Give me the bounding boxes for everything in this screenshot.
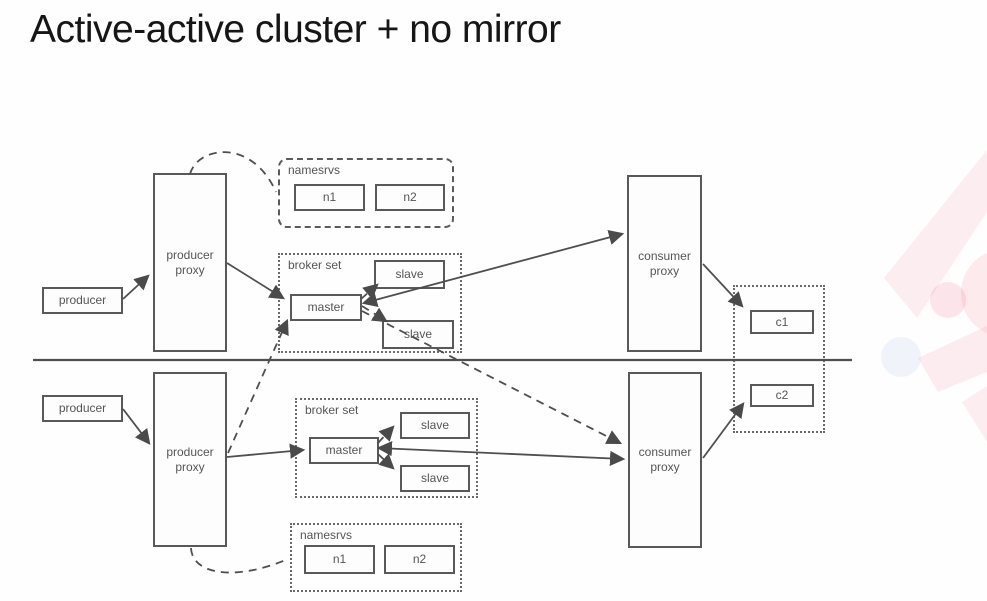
- n1-label-bottom: n1: [332, 552, 347, 566]
- consumer-proxy-label-top: consumer proxy: [638, 248, 691, 278]
- watermark-stripe: [884, 150, 987, 318]
- producer-node-top: producer: [42, 287, 123, 314]
- arrow-producer-to-proxy-bottom: [122, 408, 151, 445]
- broker-set-label-top: broker set: [288, 258, 342, 272]
- c2-label: c2: [775, 388, 789, 402]
- master-label-bottom: master: [325, 443, 363, 457]
- nameserver-n2-bottom: n2: [384, 545, 455, 574]
- consumer-proxy-node-bottom: consumer proxy: [628, 372, 702, 548]
- consumer-c2-node: c2: [750, 384, 814, 407]
- watermark-stripe-2: [918, 326, 987, 392]
- producer-proxy-label-bottom: producer proxy: [166, 444, 214, 474]
- dashed-proxy-to-namesrvs-bottom: [190, 547, 289, 574]
- namesrvs-group-bottom: namesrvs n1 n2: [290, 523, 462, 592]
- arrow-proxy-to-master-bottom: [226, 443, 306, 459]
- watermark-dot: [930, 282, 966, 318]
- c1-label: c1: [775, 314, 789, 329]
- watermark-wedge: [962, 386, 987, 442]
- nameserver-n1-top: n1: [294, 184, 365, 211]
- namesrvs-group-label-bottom: namesrvs: [300, 528, 353, 542]
- master-node-bottom: master: [309, 437, 379, 464]
- producer-proxy-node-bottom: producer proxy: [153, 372, 227, 547]
- namesrvs-group-top: namesrvs n1 n2: [278, 158, 454, 228]
- page-title: Active-active cluster + no mirror: [30, 8, 561, 51]
- consumers-group: c1 c2: [733, 285, 825, 433]
- slave2-label-bottom: slave: [420, 471, 449, 485]
- master-node-top: master: [290, 294, 362, 321]
- slave1-label-bottom: slave: [420, 418, 449, 432]
- slave2-label-top: slave: [403, 327, 432, 341]
- consumer-proxy-label-bottom: consumer proxy: [638, 445, 692, 474]
- producer-label-bottom: producer: [58, 401, 107, 415]
- n1-label-top: n1: [322, 190, 337, 204]
- master-label-top: master: [307, 300, 345, 314]
- arrow-producer-to-proxy-top: [122, 274, 150, 300]
- broker-set-group-bottom: broker set master slave slave: [295, 398, 478, 498]
- slave2-node-top: slave: [382, 320, 454, 349]
- n2-label-top: n2: [403, 190, 417, 204]
- slave1-label-top: slave: [395, 267, 424, 281]
- slave1-node-bottom: slave: [400, 412, 470, 439]
- producer-proxy-label-top: producer proxy: [166, 247, 214, 277]
- producer-node-bottom: producer: [42, 395, 123, 422]
- arrow-proxy-to-master-top: [226, 262, 285, 300]
- producer-proxy-node-top: producer proxy: [153, 173, 227, 352]
- slave1-node-top: slave: [374, 260, 445, 289]
- producer-label-top: producer: [58, 293, 107, 307]
- consumer-proxy-node-top: consumer proxy: [627, 175, 702, 352]
- n2-label-bottom: n2: [412, 552, 427, 566]
- slave2-node-bottom: slave: [400, 465, 470, 492]
- consumer-c1-node: c1: [750, 310, 814, 334]
- broker-set-group-top: broker set master slave slave: [278, 253, 462, 353]
- nameserver-n1-bottom: n1: [304, 545, 375, 574]
- nameserver-n2-top: n2: [375, 184, 445, 211]
- watermark-dot-blue: [881, 337, 921, 377]
- namesrvs-group-label-top: namesrvs: [288, 163, 341, 177]
- watermark-dot-large: [961, 252, 987, 334]
- broker-set-label-bottom: broker set: [305, 403, 359, 417]
